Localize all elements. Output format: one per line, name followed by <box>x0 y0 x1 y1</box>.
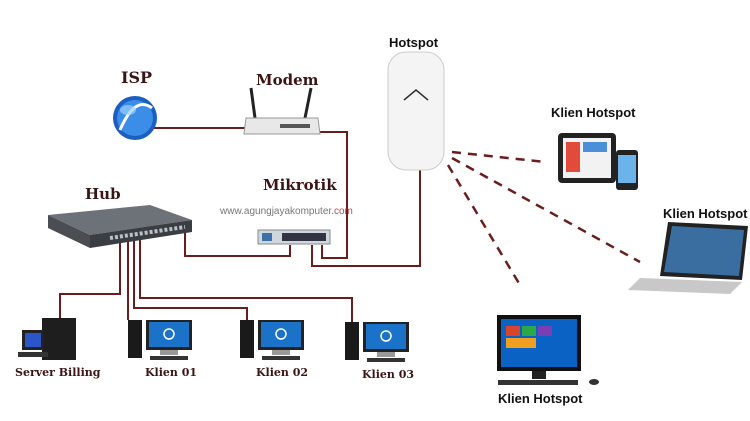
wireless-link-desktop <box>446 164 522 286</box>
mikrotik-router-icon <box>257 229 331 245</box>
klien-02-pc-icon <box>240 320 304 360</box>
hub-switch-icon <box>48 205 192 248</box>
laptop-icon <box>628 222 748 294</box>
watermark-domain: www.agungjayakomputer <box>220 206 332 217</box>
label-klien-hotspot-desktop: Klien Hotspot <box>498 391 583 406</box>
cables <box>59 127 421 322</box>
cable-hub-klien03 <box>139 240 353 322</box>
label-klien-02: Klien 02 <box>256 366 309 379</box>
label-modem: Modem <box>256 71 319 89</box>
cable-hub-klien02 <box>133 240 248 322</box>
label-hotspot: Hotspot <box>389 35 439 50</box>
desktop-monitor-icon <box>497 315 599 385</box>
wireless-links <box>446 150 641 286</box>
cable-hub-mikrotik <box>184 232 291 257</box>
watermark-tld: .com <box>331 206 353 217</box>
server-billing-icon <box>18 318 76 360</box>
label-klien-03: Klien 03 <box>362 368 415 381</box>
watermark: www.agungjayakomputer.com <box>220 206 353 217</box>
label-mikrotik: Mikrotik <box>263 176 337 194</box>
cable-hotspot-mikrotik <box>311 170 421 267</box>
label-server-billing: Server Billing <box>15 366 101 379</box>
label-isp: ISP <box>121 68 153 87</box>
isp-globe-icon <box>113 96 157 140</box>
tablet-phone-icon <box>558 133 638 190</box>
label-klien-hotspot-tablet: Klien Hotspot <box>551 105 636 120</box>
klien-03-pc-icon <box>345 322 409 362</box>
label-klien-01: Klien 01 <box>145 366 198 379</box>
klien-01-pc-icon <box>128 320 192 360</box>
wireless-link-laptop <box>451 156 641 264</box>
cable-hub-server <box>59 240 121 322</box>
wireless-link-tablet <box>451 150 546 164</box>
label-klien-hotspot-laptop: Klien Hotspot <box>663 206 748 221</box>
cable-modem-mikrotik <box>318 131 348 259</box>
label-hub: Hub <box>85 185 121 203</box>
hotspot-access-point-icon <box>387 51 445 171</box>
modem-icon <box>243 87 321 135</box>
